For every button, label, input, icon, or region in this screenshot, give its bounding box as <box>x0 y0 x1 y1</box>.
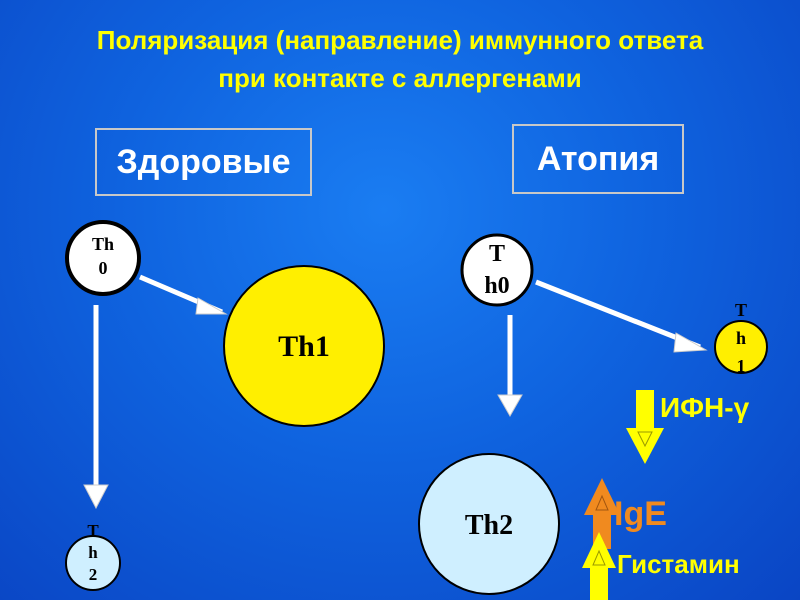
th2-cell-atopy <box>418 453 560 595</box>
healthy-header: Здоровые <box>95 128 312 196</box>
th1-label-atopy-l1: T <box>734 300 747 320</box>
ige-label: IgE <box>614 495 667 533</box>
th0-cell-atopy <box>460 233 534 307</box>
th0-cell-healthy <box>65 220 141 296</box>
th1-label-atopy: T h 1 <box>721 296 761 380</box>
th0-label-healthy-l2: 0 <box>98 258 108 278</box>
ige-up-arrow-inner <box>595 494 609 511</box>
th2-label-healthy-l2: h <box>88 543 98 562</box>
th0-label-atopy-l1: T <box>488 241 505 267</box>
arrowhead-th2-atopy <box>497 394 523 418</box>
th1-label-healthy: Th1 <box>278 330 330 363</box>
th2-cell-healthy <box>65 535 121 591</box>
th0-label-atopy: T h0 <box>462 238 532 302</box>
histamine-up-arrow-inner <box>592 549 606 566</box>
ifn-down-arrow-shaft <box>636 390 654 430</box>
arrowhead-th2-healthy <box>83 484 109 510</box>
th0-label-healthy: Th 0 <box>67 232 139 280</box>
arrowhead-th1-healthy <box>195 297 228 315</box>
th2-label-healthy-l3: 2 <box>88 565 98 584</box>
th2-label-atopy: Th2 <box>464 510 514 541</box>
th2-label-healthy-l1: T <box>87 521 99 540</box>
ifn-gamma-label: ИФН-γ <box>660 392 750 423</box>
th1-cell-atopy <box>714 320 768 374</box>
slide-title-line2: при контакте с аллергенами <box>218 63 582 93</box>
th2-label-healthy: T h 2 <box>73 520 113 586</box>
th1-label-atopy-l2: h <box>735 328 746 348</box>
th0-label-atopy-l2: h0 <box>484 273 510 299</box>
arrow-th0-to-th1-atopy <box>535 279 701 350</box>
th1-cell-healthy <box>223 265 385 427</box>
arrowhead-th1-atopy <box>673 332 708 353</box>
histamine-up-arrow-shaft <box>590 566 608 600</box>
th0-label-healthy-l1: Th <box>91 234 115 254</box>
histamine-label: Гистамин <box>617 549 740 579</box>
ifn-down-arrow-inner <box>637 431 653 448</box>
slide-title-line1: Поляризация (направление) иммунного отве… <box>96 25 704 55</box>
atopy-header: Атопия <box>512 124 684 194</box>
th1-label-atopy-l3: 1 <box>736 356 746 376</box>
